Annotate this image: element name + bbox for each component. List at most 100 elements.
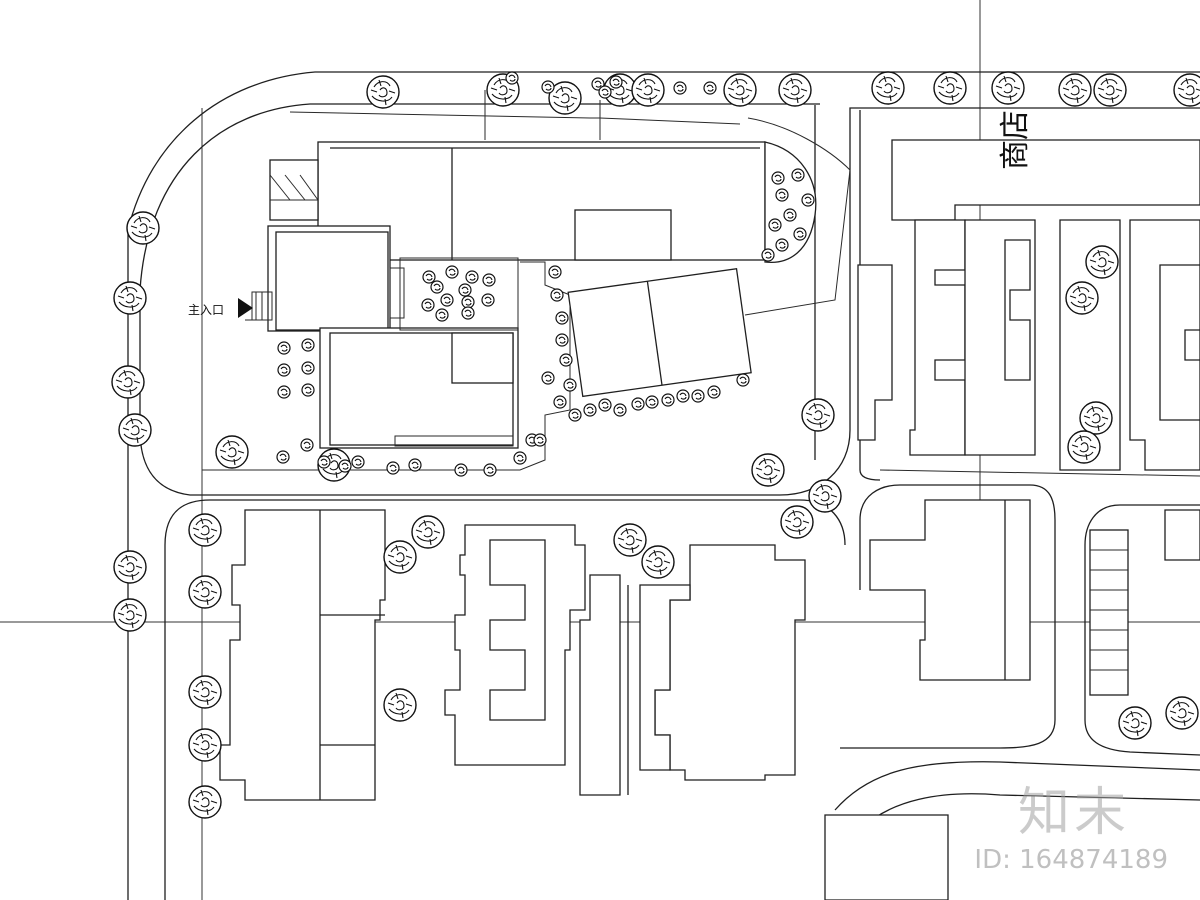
tree-symbol	[188, 785, 222, 819]
tree-symbol	[778, 73, 812, 107]
shrub-symbol	[613, 403, 627, 417]
shrub-symbol	[736, 373, 750, 387]
shrub-symbol	[461, 295, 475, 309]
shrub-symbol	[408, 458, 422, 472]
tree-symbol	[933, 71, 967, 105]
shrub-symbol	[317, 455, 331, 469]
shrub-symbol	[541, 80, 555, 94]
tree-symbol	[113, 598, 147, 632]
tree-symbol	[780, 505, 814, 539]
shrub-symbol	[386, 461, 400, 475]
shrub-symbol	[707, 385, 721, 399]
shrub-symbol	[609, 75, 623, 89]
shrub-symbol	[445, 265, 459, 279]
tree-symbol	[1079, 401, 1113, 435]
tree-symbol	[808, 479, 842, 513]
shrub-symbol	[775, 238, 789, 252]
shrub-symbol	[277, 363, 291, 377]
shrub-symbol	[541, 371, 555, 385]
shrub-symbol	[483, 463, 497, 477]
tree-symbol	[188, 575, 222, 609]
tree-symbol	[631, 73, 665, 107]
shrub-symbol	[276, 450, 290, 464]
tree-symbol	[366, 75, 400, 109]
shrub-symbol	[300, 438, 314, 452]
shrub-symbol	[553, 395, 567, 409]
tree-symbol	[723, 73, 757, 107]
shrub-symbol	[481, 293, 495, 307]
tree-symbol	[188, 513, 222, 547]
shrub-symbol	[430, 280, 444, 294]
tree-symbol	[188, 728, 222, 762]
shrub-symbol	[559, 353, 573, 367]
shrub-symbol	[482, 273, 496, 287]
shrub-symbol	[301, 383, 315, 397]
tree-symbol	[188, 675, 222, 709]
tree-symbol	[383, 540, 417, 574]
tree-symbol	[751, 453, 785, 487]
tree-symbol	[113, 281, 147, 315]
shrub-symbol	[555, 311, 569, 325]
tree-symbol	[1067, 430, 1101, 464]
tree-symbol	[126, 211, 160, 245]
shrub-symbol	[676, 389, 690, 403]
shrub-symbol	[583, 403, 597, 417]
shrub-symbol	[454, 463, 468, 477]
shrub-symbol	[533, 433, 547, 447]
shrub-symbol	[801, 193, 815, 207]
residential-blocks	[219, 219, 1200, 900]
shrub-symbol	[775, 188, 789, 202]
tree-symbol	[1165, 696, 1199, 730]
shrub-symbol	[563, 378, 577, 392]
tree-symbol	[641, 545, 675, 579]
shrub-symbol	[548, 265, 562, 279]
shrub-symbol	[301, 361, 315, 375]
shrub-symbol	[440, 293, 454, 307]
tree-symbol	[113, 550, 147, 584]
tree-symbol	[411, 515, 445, 549]
shrub-symbol	[768, 218, 782, 232]
shop-label: 商店	[998, 110, 1033, 170]
shrub-symbol	[691, 389, 705, 403]
shrub-symbol	[421, 298, 435, 312]
shrub-symbol	[461, 306, 475, 320]
tree-symbol	[111, 365, 145, 399]
tree-symbol	[1085, 245, 1119, 279]
shrub-symbol	[301, 338, 315, 352]
shrub-symbol	[598, 398, 612, 412]
shrub-symbol	[791, 168, 805, 182]
shrub-symbol	[783, 208, 797, 222]
tree-symbol	[871, 71, 905, 105]
shrub-symbol	[771, 171, 785, 185]
shrub-symbol	[505, 71, 519, 85]
tree-symbol	[613, 523, 647, 557]
shrub-symbol	[338, 459, 352, 473]
tree-symbol	[1065, 281, 1099, 315]
shrub-symbol	[673, 81, 687, 95]
main-entrance-label: 主入口	[188, 303, 224, 317]
tree-symbol	[383, 688, 417, 722]
shrub-symbol	[465, 270, 479, 284]
site-boundary	[202, 90, 851, 471]
tree-symbol	[991, 71, 1025, 105]
annex-building	[567, 267, 752, 398]
shop-building	[891, 139, 1200, 221]
shrub-symbol	[550, 288, 564, 302]
shrub-symbol	[568, 408, 582, 422]
shrub-symbol	[555, 333, 569, 347]
shrub-symbol	[645, 395, 659, 409]
shrub-symbol	[631, 397, 645, 411]
shrub-symbol	[703, 81, 717, 95]
shrub-symbol	[277, 341, 291, 355]
entrance-flag-icon	[238, 298, 253, 318]
shrub-symbol	[435, 308, 449, 322]
shrub-symbol	[458, 283, 472, 297]
tree-symbol	[1173, 73, 1200, 107]
tree-symbol	[118, 413, 152, 447]
shrub-symbol	[761, 248, 775, 262]
shrub-symbol	[513, 451, 527, 465]
watermark-logo: 知末	[1017, 783, 1130, 843]
tree-symbol	[801, 398, 835, 432]
tree-symbol	[1118, 706, 1152, 740]
